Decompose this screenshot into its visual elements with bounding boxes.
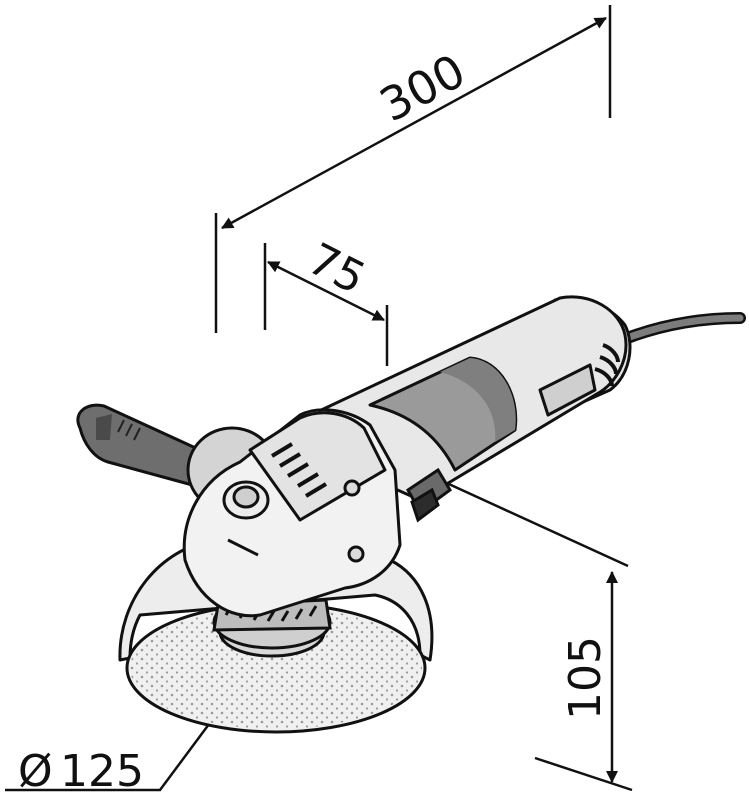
dim-75-line xyxy=(267,260,385,322)
gear-head xyxy=(182,408,402,618)
side-handle xyxy=(76,403,207,488)
side-switch xyxy=(406,467,452,523)
dim-105-ext-bottom xyxy=(534,756,633,792)
diameter-symbol: Ø xyxy=(18,746,53,797)
dim-75-label: 75 xyxy=(300,234,373,305)
power-cord xyxy=(616,312,746,346)
abrasive-disc xyxy=(125,602,427,734)
dim-125-label: 125 xyxy=(60,746,144,797)
dim-125-leader xyxy=(5,711,220,792)
dim-300-line xyxy=(221,16,607,230)
dim-105-label: 105 xyxy=(560,636,611,720)
